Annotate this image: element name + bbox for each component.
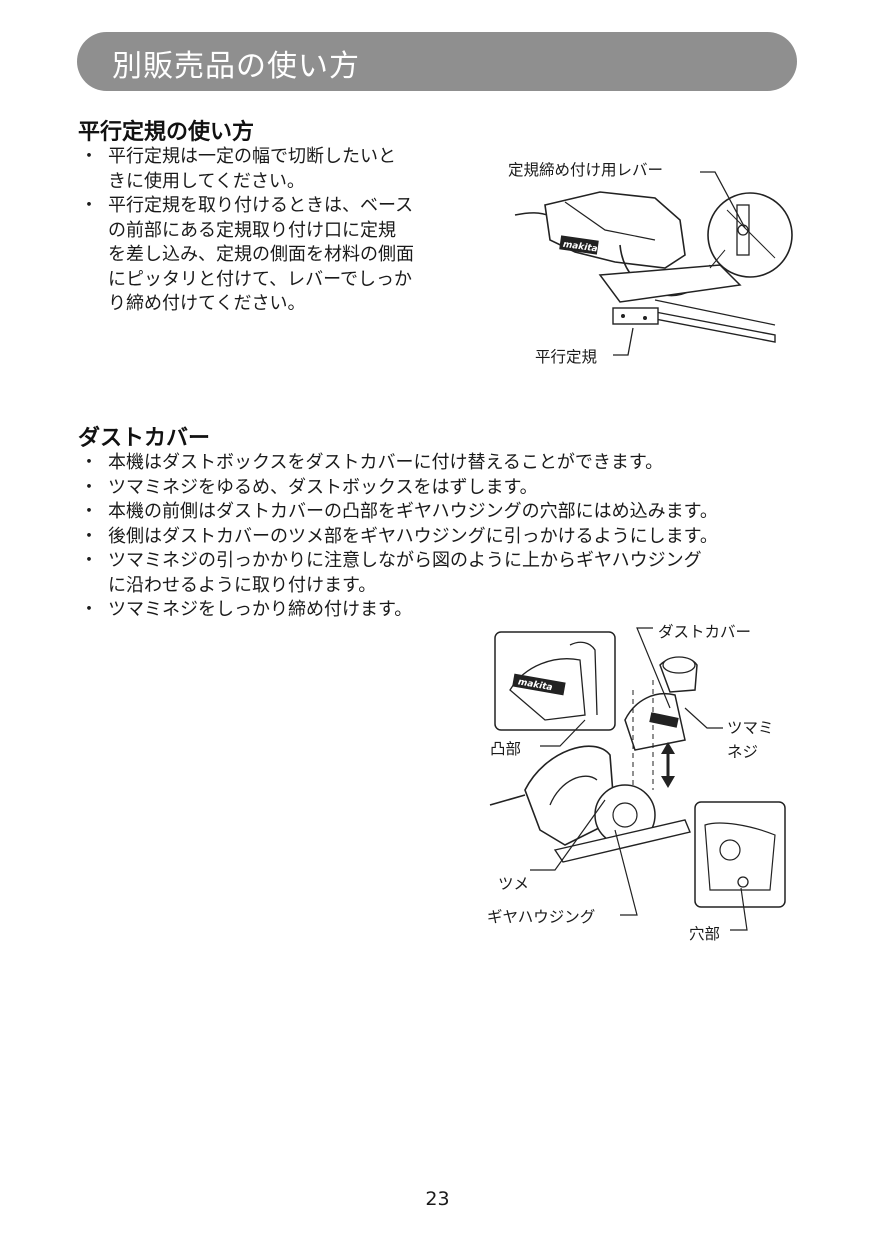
list-item: ・ 平行定規を取り付けるときは、ベース の前部にある定規取り付け口に定規 を差し… <box>78 194 478 317</box>
section-heading-parallel-guide: 平行定規の使い方 <box>78 120 255 145</box>
bullet-mark: ・ <box>80 599 98 620</box>
bullet-mark: ・ <box>80 501 98 522</box>
bullet-line: 平行定規は一定の幅で切断したいと <box>108 146 396 167</box>
banner-title: 別販売品の使い方 <box>112 49 360 84</box>
bullet-line: きに使用してください。 <box>108 170 305 192</box>
bullet-mark: ・ <box>80 452 98 473</box>
list-item: ・ ツマミネジをしっかり締め付けます。 <box>78 598 808 623</box>
bullet-line: ツマミネジの引っかかりに注意しながら図のように上からギヤハウジング <box>108 550 702 571</box>
bullet-mark: ・ <box>80 525 98 547</box>
bullet-line: に沿わせるように取り付けます。 <box>108 574 377 596</box>
bullet-line: 本機はダストボックスをダストカバーに付け替えることができます。 <box>108 452 664 473</box>
bullet-line: にピッタリと付けて、レバーでしっか <box>108 268 413 290</box>
bullet-line: ツマミネジをゆるめ、ダストボックスをはずします。 <box>108 476 538 498</box>
bullet-mark: ・ <box>80 146 98 167</box>
bullet-line: り締め付けてください。 <box>108 293 306 314</box>
bullet-line: 後側はダストカバーのツメ部をギヤハウジングに引っかけるようにします。 <box>108 525 718 547</box>
list-item: ・ ツマミネジをゆるめ、ダストボックスをはずします。 <box>78 476 808 501</box>
dust-cover-illustration: makita <box>489 627 786 931</box>
list-item: ・ 本機はダストボックスをダストカバーに付け替えることができます。 <box>78 451 808 476</box>
label-parallel-guide: 平行定規 <box>535 348 598 366</box>
dust-cover-bullets: ・ 本機はダストボックスをダストカバーに付け替えることができます。 ・ ツマミネ… <box>78 451 808 623</box>
list-item: ・ 平行定規は一定の幅で切断したいと きに使用してください。 <box>78 145 478 194</box>
section-heading-dust-cover: ダストカバー <box>78 426 211 451</box>
page-number: 23 <box>425 1188 450 1210</box>
parallel-guide-bullets: ・ 平行定規は一定の幅で切断したいと きに使用してください。 ・ 平行定規を取り… <box>78 145 478 317</box>
bullet-line: の前部にある定規取り付け口に定規 <box>108 219 396 241</box>
label-knob-screw-2: ネジ <box>727 743 759 761</box>
bullet-line: ツマミネジをしっかり締め付けます。 <box>108 599 413 620</box>
bullet-mark: ・ <box>80 550 98 571</box>
bullet-line: 本機の前側はダストカバーの凸部をギヤハウジングの穴部にはめ込みます。 <box>108 501 718 522</box>
bullet-line: を差し込み、定規の側面を材料の側面 <box>108 244 414 265</box>
label-knob-screw-1: ツマミ <box>727 719 774 737</box>
label-hole: 穴部 <box>689 925 721 943</box>
list-item: ・ ツマミネジの引っかかりに注意しながら図のように上からギヤハウジング に沿わせ… <box>78 549 808 598</box>
bullet-line: 平行定規を取り付けるときは、ベース <box>108 195 414 216</box>
label-dust-cover: ダストカバー <box>658 623 752 641</box>
list-item: ・ 後側はダストカバーのツメ部をギヤハウジングに引っかけるようにします。 <box>78 525 808 550</box>
label-claw: ツメ <box>498 875 530 893</box>
label-gear-housing: ギヤハウジング <box>487 908 596 926</box>
list-item: ・ 本機の前側はダストカバーの凸部をギヤハウジングの穴部にはめ込みます。 <box>78 500 808 525</box>
bullet-mark: ・ <box>80 195 98 216</box>
label-protrusion: 凸部 <box>490 740 522 758</box>
parallel-guide-illustration: makita <box>514 171 793 356</box>
bullet-mark: ・ <box>80 476 98 498</box>
label-guide-lever: 定規締め付け用レバー <box>508 161 664 179</box>
section-banner: 別販売品の使い方 <box>77 32 797 91</box>
brand-logo: makita <box>562 240 598 255</box>
